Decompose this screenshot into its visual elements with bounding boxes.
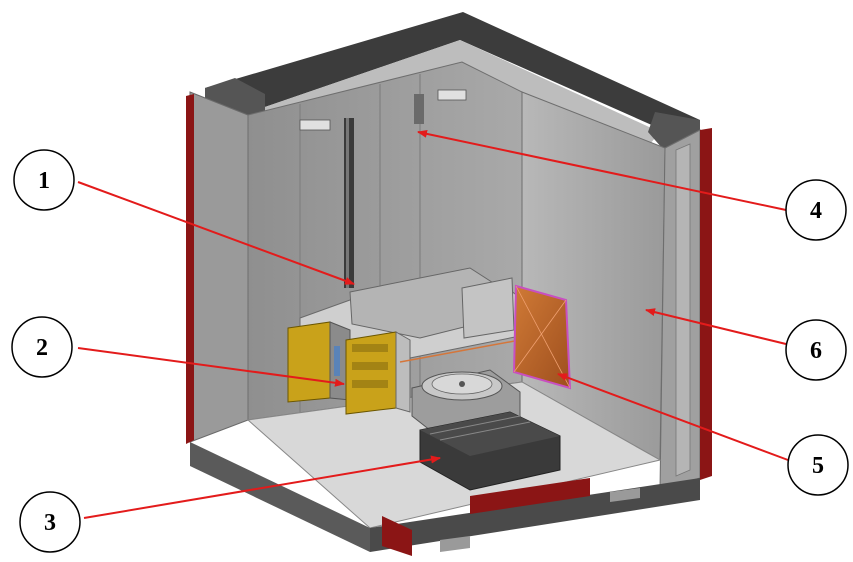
- cabinet-base-red-panel: [470, 478, 590, 514]
- callout-4: 4: [785, 179, 847, 241]
- leader-3: [83, 455, 441, 519]
- callout-4-label: 4: [810, 198, 822, 224]
- callout-5-label: 5: [812, 453, 824, 479]
- cabinet-front-red-edge: [382, 516, 412, 556]
- callout-1-label: 1: [38, 168, 50, 194]
- cabinet-left-wall: [189, 91, 249, 443]
- cabinet-front-base: [190, 442, 370, 552]
- callout-3: 3: [19, 491, 81, 553]
- leader-5: [557, 373, 789, 461]
- vertical-rail: [299, 89, 467, 288]
- cabinet-right-strut: [675, 143, 691, 477]
- cabinet-foot-right: [610, 488, 640, 502]
- linear-stage: [419, 411, 561, 491]
- cabinet-right-red-edge: [700, 128, 712, 480]
- cabinet-foot-left: [440, 536, 470, 552]
- leader-1: [77, 181, 355, 285]
- leader-2: [77, 347, 345, 387]
- leader-6: [645, 308, 787, 345]
- leader-lines: [77, 129, 789, 519]
- cabinet-left-wall-red-edge: [186, 94, 194, 444]
- beam-line: [399, 339, 521, 363]
- detector-module: [287, 321, 411, 415]
- callout-2: 2: [11, 316, 73, 378]
- callout-1: 1: [13, 149, 75, 211]
- cabinet-top-rim: [205, 12, 700, 142]
- callout-5: 5: [787, 434, 849, 496]
- callout-3-label: 3: [44, 510, 56, 536]
- callout-6: 6: [785, 319, 847, 381]
- callout-6-label: 6: [810, 338, 822, 364]
- source-bracket: [461, 277, 515, 339]
- callout-2-label: 2: [36, 335, 48, 361]
- leader-4: [417, 129, 787, 211]
- flat-panel-detector: [512, 284, 572, 390]
